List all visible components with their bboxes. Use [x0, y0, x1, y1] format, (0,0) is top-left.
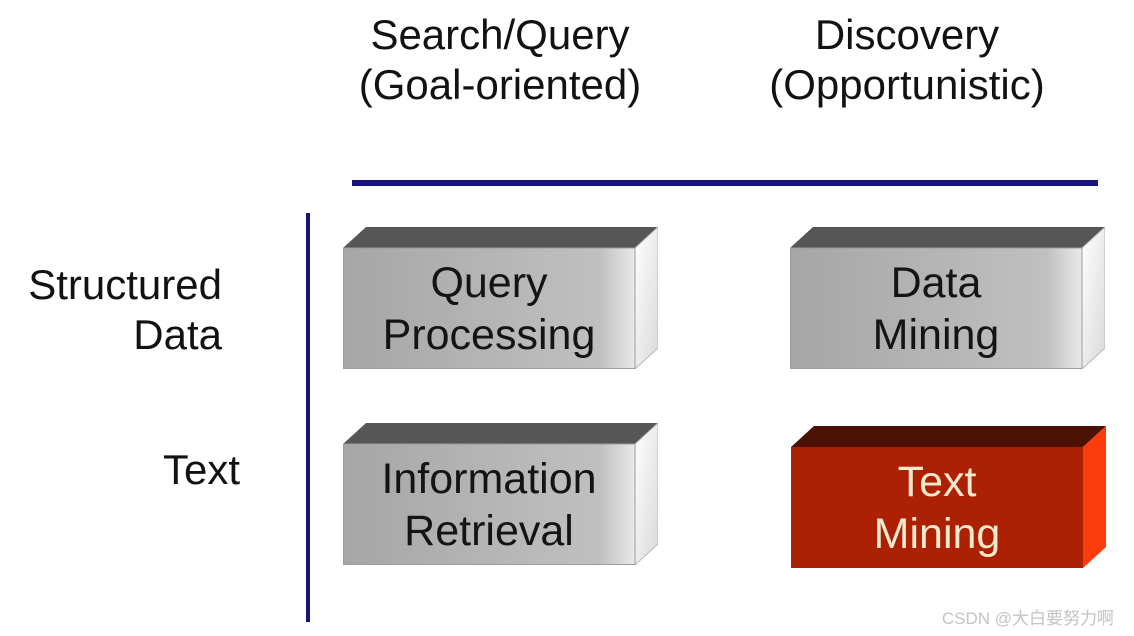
- box-front-face: [790, 247, 1083, 369]
- matrix-cell-query-processing: Query Processing: [343, 227, 658, 369]
- column-header-discovery: Discovery (Opportunistic): [727, 10, 1087, 110]
- row-label-line: Data: [133, 311, 222, 358]
- box-top-face: [343, 227, 658, 248]
- column-header-line: (Opportunistic): [769, 61, 1045, 108]
- cell-label: Query Processing: [343, 248, 635, 369]
- box-front-face: [343, 443, 636, 565]
- box-side-face: [1083, 426, 1106, 568]
- box-side-face: [1081, 227, 1105, 369]
- row-label-line: Structured: [28, 261, 222, 308]
- column-header-line: Discovery: [814, 11, 1000, 58]
- box-top-face: [790, 227, 1105, 248]
- 3d-box-graphic: [343, 423, 658, 565]
- box-top-face: [343, 423, 658, 444]
- cell-label-line: Retrieval: [404, 506, 574, 555]
- row-label-line: Text: [162, 446, 240, 493]
- cell-label: Text Mining: [791, 447, 1083, 568]
- box-side-face: [634, 227, 658, 369]
- column-header-search-query: Search/Query (Goal-oriented): [320, 10, 680, 110]
- box-front-face: [791, 447, 1083, 568]
- cell-label-line: Information: [381, 454, 597, 503]
- 3d-box-graphic: [343, 227, 658, 369]
- row-divider-line: [306, 213, 310, 622]
- header-underline: [352, 180, 1098, 186]
- cell-label-line: Mining: [872, 310, 1000, 359]
- cell-label-line: Mining: [873, 509, 1001, 558]
- matrix-cell-text-mining: Text Mining: [791, 426, 1106, 568]
- watermark: CSDN @大白要努力啊: [941, 609, 1114, 628]
- matrix-cell-data-mining: Data Mining: [790, 227, 1105, 369]
- box-side-face: [634, 423, 658, 565]
- column-header-line: Search/Query: [370, 11, 630, 58]
- 3d-box-graphic: [791, 426, 1106, 568]
- cell-label-line: Processing: [382, 310, 596, 359]
- row-label-structured-data: Structured Data: [0, 260, 222, 360]
- cell-label: Data Mining: [790, 248, 1082, 369]
- box-top-face: [791, 426, 1106, 447]
- 3d-box-graphic: [790, 227, 1105, 369]
- box-front-face: [343, 247, 636, 369]
- matrix-cell-information-retrieval: Information Retrieval: [343, 423, 658, 565]
- cell-label: Information Retrieval: [343, 444, 635, 565]
- cell-label-line: Data: [890, 258, 982, 307]
- cell-label-line: Query: [430, 258, 548, 307]
- column-header-line: (Goal-oriented): [358, 61, 642, 108]
- cell-label-line: Text: [897, 457, 977, 506]
- row-label-text: Text: [0, 445, 240, 495]
